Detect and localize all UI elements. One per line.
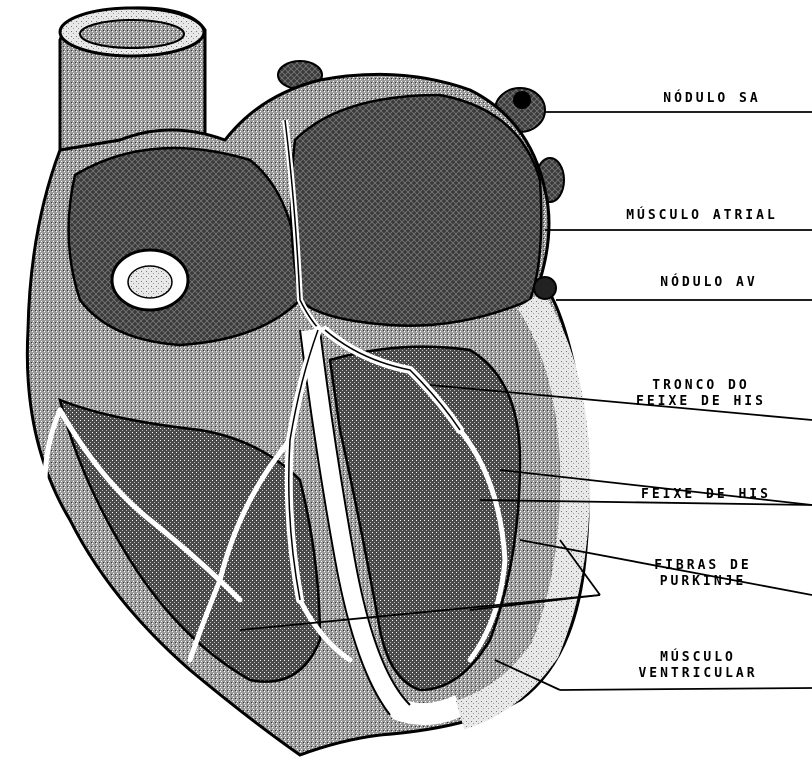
label-ventricular-muscle: MÚSCULO VENTRICULAR [598,650,798,682]
label-purkinje-line1: FIBRAS DE [608,558,798,574]
label-atrial-muscle: MÚSCULO ATRIAL [602,208,802,224]
label-his-bundle-text: FEIXE DE HIS [606,487,806,503]
label-purkinje-fibers: FIBRAS DE PURKINJE [608,558,798,590]
sa-node [513,91,531,109]
label-sa-node-text: NÓDULO SA [632,91,792,107]
label-his-bundle: FEIXE DE HIS [606,487,806,503]
label-his-trunk: TRONCO DO FEIXE DE HIS [596,378,806,410]
av-node [534,277,556,299]
label-av-node: NÓDULO AV [624,275,794,291]
label-ventricular-line1: MÚSCULO [598,650,798,666]
label-av-node-text: NÓDULO AV [624,275,794,291]
label-sa-node: NÓDULO SA [632,91,792,107]
label-atrial-muscle-text: MÚSCULO ATRIAL [602,208,802,224]
label-his-trunk-line2: FEIXE DE HIS [596,394,806,410]
label-his-trunk-line1: TRONCO DO [596,378,806,394]
leader-ventricular-a [560,688,812,690]
label-ventricular-line2: VENTRICULAR [598,666,798,682]
left-atrium [291,95,541,326]
label-purkinje-line2: PURKINJE [608,574,798,590]
right-atrium [69,148,300,345]
